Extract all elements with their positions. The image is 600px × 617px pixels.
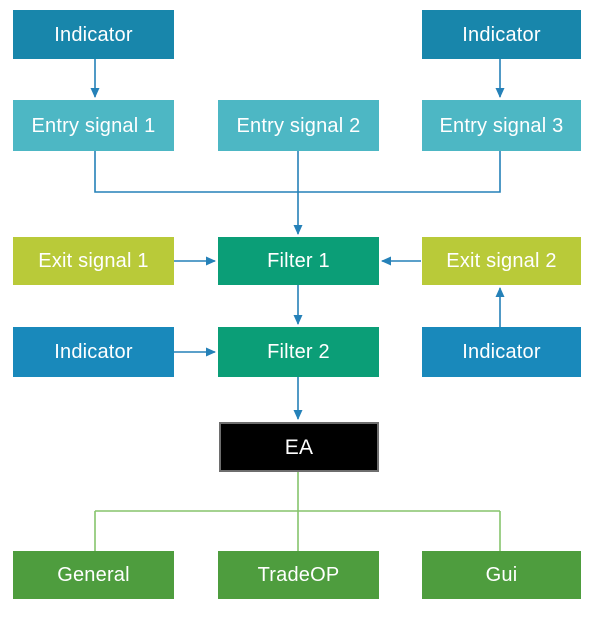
node-tradeop: TradeOP xyxy=(218,551,379,599)
node-entry-signal-2: Entry signal 2 xyxy=(218,100,379,151)
node-gui: Gui xyxy=(422,551,581,599)
node-ea: EA xyxy=(219,422,379,472)
node-exit-signal-1: Exit signal 1 xyxy=(13,237,174,285)
node-filter-2: Filter 2 xyxy=(218,327,379,377)
node-indicator-top-left: Indicator xyxy=(13,10,174,59)
node-general: General xyxy=(13,551,174,599)
ea-module-connectors xyxy=(94,472,501,551)
node-entry-signal-1: Entry signal 1 xyxy=(13,100,174,151)
node-indicator-mid-right: Indicator xyxy=(422,327,581,377)
node-indicator-top-right: Indicator xyxy=(422,10,581,59)
node-filter-1: Filter 1 xyxy=(218,237,379,285)
node-indicator-mid-left: Indicator xyxy=(13,327,174,377)
node-entry-signal-3: Entry signal 3 xyxy=(422,100,581,151)
node-exit-signal-2: Exit signal 2 xyxy=(422,237,581,285)
